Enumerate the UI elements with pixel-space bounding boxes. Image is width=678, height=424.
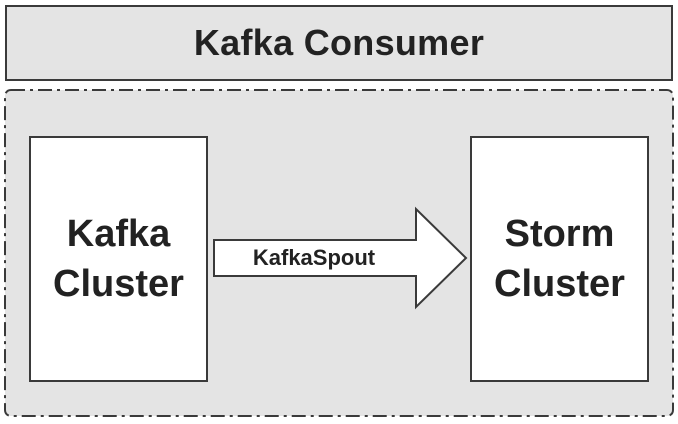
storm-cluster-label-line2: Cluster — [494, 263, 625, 305]
title-banner: Kafka Consumer — [5, 5, 673, 81]
storm-cluster-label-line1: Storm — [504, 213, 615, 255]
kafkaspout-arrow — [213, 206, 468, 310]
kafka-cluster-box: Kafka Cluster — [29, 136, 208, 382]
kafkaspout-label: KafkaSpout — [252, 245, 376, 270]
kafka-cluster-label-line2: Cluster — [53, 263, 184, 305]
diagram-title: Kafka Consumer — [193, 22, 485, 63]
storm-cluster-box: Storm Cluster — [470, 136, 649, 382]
kafka-cluster-label-line1: Kafka — [66, 213, 171, 255]
